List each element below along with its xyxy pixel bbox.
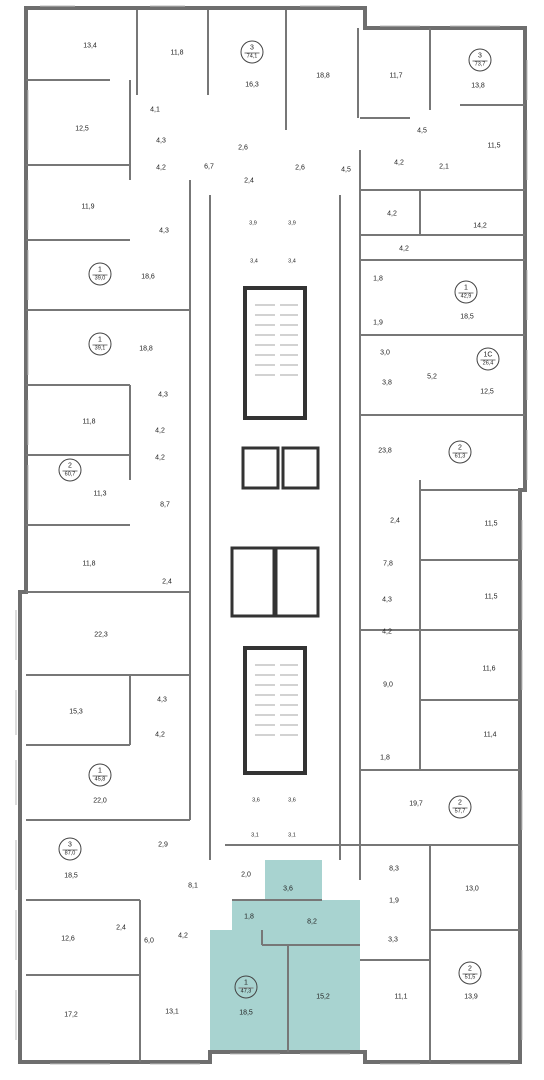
apartment-rooms: 1 <box>464 284 468 292</box>
apartment-area: 87,0 <box>62 849 78 858</box>
apartment-rooms: 2 <box>458 799 462 807</box>
apartment-area: 47,3 <box>238 987 254 996</box>
elevators-upper <box>241 446 320 490</box>
apartment-rooms: 3 <box>68 841 72 849</box>
apartment-area: 60,7 <box>62 470 78 479</box>
apartment-area: 51,5 <box>462 973 478 982</box>
apartment-area: 74,1 <box>244 52 260 61</box>
apartment-area: 42,9 <box>458 292 474 301</box>
apartment-rooms: 1 <box>98 336 102 344</box>
apartment-area: 26,4 <box>480 359 496 368</box>
apartment-rooms: 3 <box>250 44 254 52</box>
apartment-area: 57,7 <box>452 807 468 816</box>
apartment-rooms: 2 <box>68 462 72 470</box>
apartment-area: 39,0 <box>92 274 108 283</box>
windows <box>15 5 528 1065</box>
apartment-rooms: 2 <box>468 965 472 973</box>
apartment-rooms: 1 <box>98 266 102 274</box>
apartment-rooms: 3 <box>478 52 482 60</box>
outer-walls <box>18 6 527 1064</box>
apartment-area: 61,3 <box>452 452 468 461</box>
stair-treads-lower <box>255 664 298 736</box>
highlighted-apartment-fill[interactable] <box>210 860 360 1052</box>
apartment-rooms: 1 <box>98 767 102 775</box>
apartment-area: 45,8 <box>92 775 108 784</box>
elevators-lower <box>230 546 320 618</box>
apartment-rooms: 2 <box>458 444 462 452</box>
stair-treads-upper <box>255 304 298 376</box>
stairwell-lower <box>243 646 307 775</box>
stairwell-upper <box>243 286 307 420</box>
apartment-rooms: 1 <box>244 979 248 987</box>
apartment-area: 39,1 <box>92 344 108 353</box>
interior-walls <box>26 10 525 1062</box>
apartment-rooms: 1С <box>483 351 493 359</box>
apartment-area: 73,7 <box>472 60 488 69</box>
